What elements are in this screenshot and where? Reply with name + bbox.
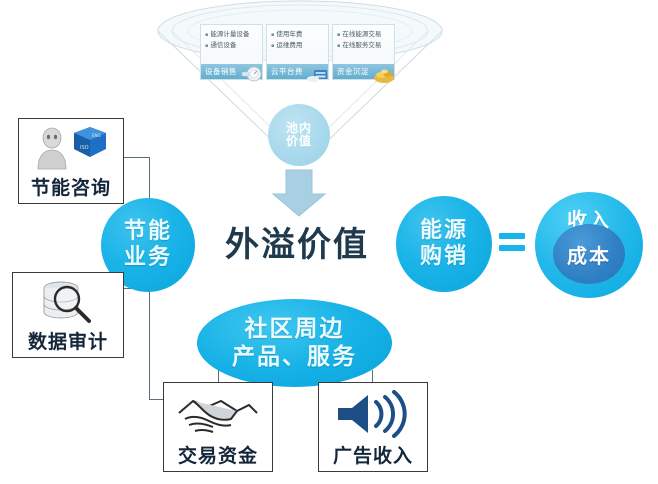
icon-box-caption: 广告收入 <box>332 445 413 467</box>
consultant-person-icon: ISO ENG <box>37 127 106 170</box>
bullet-item: 在线能源交易 <box>337 29 391 40</box>
funnel-card-cloud-fee: 使用年费 运维费用 云平台费 <box>266 24 329 82</box>
bubble-label-line-2: 购销 <box>419 244 468 269</box>
handshake-icon <box>178 399 258 433</box>
pool-value-circle: 池内 价值 <box>268 104 330 166</box>
funnel-card-device-sales: 能源计量设备 通信设备 设备销售 <box>200 24 263 82</box>
bubble-label-line-1: 社区周边 <box>244 316 345 342</box>
bubble-community-products-services[interactable]: 社区周边 产品、服务 <box>197 299 392 387</box>
funnel-card-bullets: 使用年费 运维费用 <box>267 25 328 53</box>
connector-consult-vertical <box>149 157 150 205</box>
connector-consult-to-bubble <box>124 157 150 158</box>
speaker-icon <box>338 390 407 438</box>
icon-box-data-audit[interactable]: 数据审计 <box>12 272 124 358</box>
connector-down-left <box>149 285 150 400</box>
bubble-label-line-1: 能源 <box>419 218 468 243</box>
cost-label-circle: 成本 <box>553 224 625 284</box>
funnel-card-fund-deposit: 在线能源交易 在线服务交易 资金沉淀 <box>332 24 395 83</box>
bullet-item: 运维费用 <box>271 40 325 51</box>
icon-box-advertising-revenue[interactable]: 广告收入 <box>318 382 428 472</box>
icon-box-caption: 交易资金 <box>177 445 258 467</box>
bubble-label-line-2: 业务 <box>123 245 172 270</box>
icon-box-caption: 节能咨询 <box>30 177 111 199</box>
icon-box-caption: 数据审计 <box>27 331 108 353</box>
bullet-item: 使用年费 <box>271 29 325 40</box>
funnel-card-bullets: 在线能源交易 在线服务交易 <box>333 25 394 53</box>
bubble-label-line-2: 产品、服务 <box>232 344 357 370</box>
svg-text:ISO: ISO <box>80 145 89 151</box>
icon-wrapper <box>319 383 427 445</box>
meter-device-icon <box>241 66 262 82</box>
funnel-card-label: 云平台费 <box>267 64 328 79</box>
connector-ads-vertical <box>372 370 373 392</box>
icon-box-energy-consulting[interactable]: ISO ENG 节能咨询 <box>18 118 124 204</box>
icon-wrapper <box>164 383 272 445</box>
bullet-item: 能源计量设备 <box>205 29 259 40</box>
equals-sign-icon <box>499 233 525 251</box>
cost-label: 成本 <box>567 243 611 268</box>
revenue-cost-chart[interactable]: 收入 成本 <box>535 192 643 298</box>
bullet-item: 通信设备 <box>205 40 259 51</box>
database-magnifier-icon <box>43 281 91 323</box>
bubble-energy-trading[interactable]: 能源 购销 <box>396 196 492 292</box>
icon-wrapper: ISO ENG <box>19 119 123 177</box>
bubble-label-line-1: 节能 <box>123 219 172 244</box>
bullet-item: 在线服务交易 <box>337 40 391 51</box>
icon-wrapper <box>13 273 123 331</box>
svg-text:ENG: ENG <box>92 133 101 138</box>
pool-value-line-2: 价值 <box>285 134 312 148</box>
cloud-server-icon <box>307 70 327 82</box>
icon-box-transaction-funds[interactable]: 交易资金 <box>163 382 273 472</box>
gold-coins-icon <box>374 69 394 83</box>
funnel-card-bullets: 能源计量设备 通信设备 <box>201 25 262 53</box>
core-value-label: 外溢价值 <box>225 224 369 265</box>
pool-value-line-1: 池内 <box>285 121 312 135</box>
down-arrow-icon <box>271 169 327 217</box>
